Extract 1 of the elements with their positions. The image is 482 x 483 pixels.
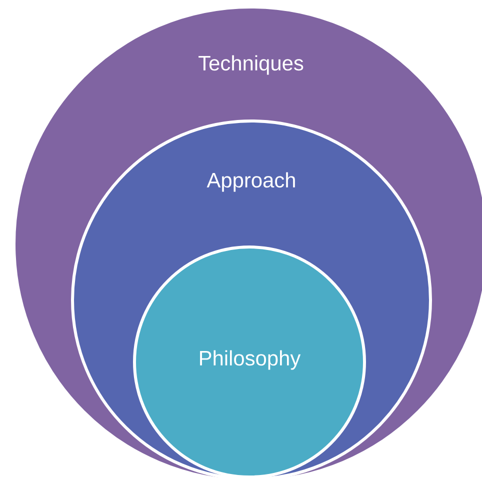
circle-node: Philosophy bbox=[133, 246, 366, 478]
